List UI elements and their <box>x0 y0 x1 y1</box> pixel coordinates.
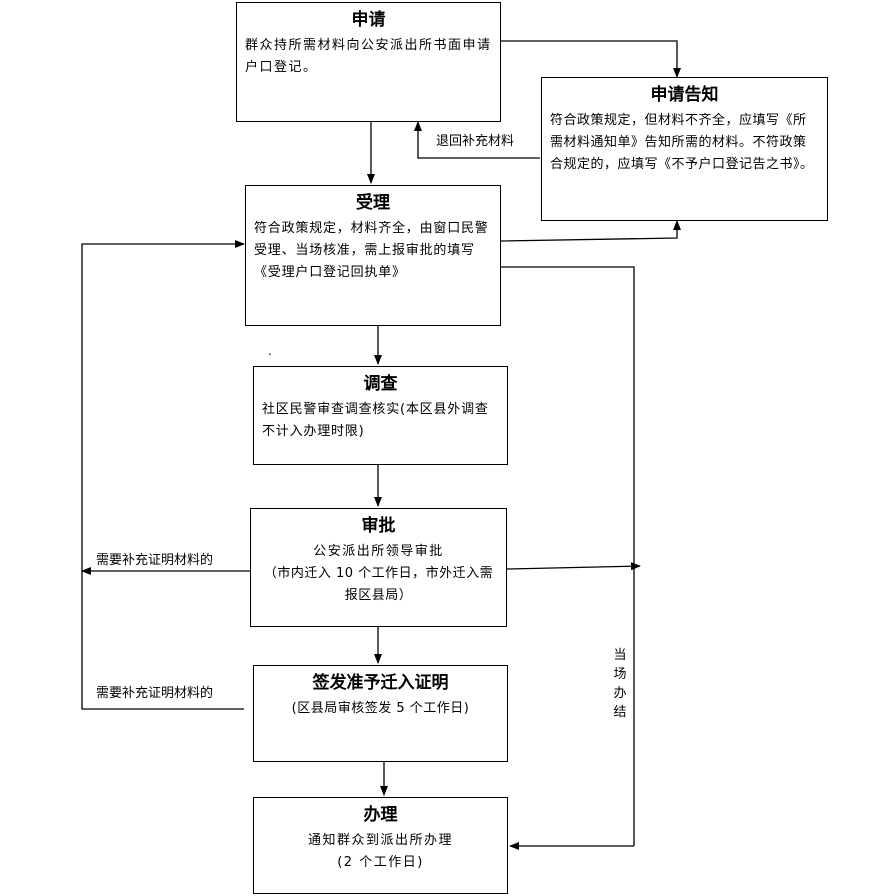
certificate-description: (区县局审核签发 5 个工作日) <box>291 701 470 716</box>
arrow-apply-to-notify <box>501 40 681 78</box>
arrow-certificate-loop-to-accept <box>81 240 245 710</box>
notify-box: 申请告知 符合政策规定，但材料不齐全，应填写《所需材料通知单》告知所需的材料。不… <box>541 77 828 221</box>
investigate-description: 社区民警审查调查核实(本区县外调查不计入办理时限) <box>262 402 489 439</box>
stray-dot: . <box>268 344 272 358</box>
certificate-title: 签发准予迁入证明 <box>312 673 449 693</box>
arrow-notify-to-apply <box>414 121 540 159</box>
notify-description: 符合政策规定，但材料不齐全，应填写《所需材料通知单》告知所需的材料。不符政策合规… <box>550 113 814 172</box>
need-supplement-label-1: 需要补充证明材料的 <box>96 553 214 568</box>
process-line-2: (2 个工作日) <box>337 855 424 870</box>
apply-title: 申请 <box>351 10 386 30</box>
accept-title: 受理 <box>356 193 390 213</box>
approve-line-2: （市内迁入 10 个工作日，市外迁入需报区县局） <box>263 566 494 603</box>
investigate-title: 调查 <box>363 374 398 394</box>
return-materials-label: 退回补充材料 <box>436 134 515 149</box>
certificate-box: 签发准予迁入证明 (区县局审核签发 5 个工作日) <box>253 665 508 762</box>
line-accept-to-right <box>501 266 635 846</box>
accept-box: 受理 符合政策规定，材料齐全，由窗口民警受理、当场核准，需上报审批的填写《受理户… <box>245 185 501 326</box>
process-line-1: 通知群众到派出所办理 <box>307 833 453 848</box>
accept-description: 符合政策规定，材料齐全，由窗口民警受理、当场核准，需上报审批的填写《受理户口登记… <box>254 221 489 280</box>
approve-box: 审批 公安派出所领导审批 （市内迁入 10 个工作日，市外迁入需报区县局） <box>250 508 507 627</box>
process-title: 办理 <box>363 805 398 825</box>
arrow-accept-to-notify <box>500 220 681 242</box>
notify-title: 申请告知 <box>650 85 719 105</box>
apply-description: 群众持所需材料向公安派出所书面申请户口登记。 <box>245 38 492 75</box>
approve-line-1: 公安派出所领导审批 <box>313 544 444 559</box>
process-box: 办理 通知群众到派出所办理 (2 个工作日) <box>253 797 508 894</box>
approve-title: 审批 <box>361 516 396 536</box>
on-site-completion-label: 当场办结 <box>613 648 627 720</box>
arrow-approve-to-right <box>506 562 641 571</box>
investigate-box: 调查 社区民警审查调查核实(本区县外调查不计入办理时限) <box>253 366 508 465</box>
need-supplement-label-2: 需要补充证明材料的 <box>96 686 214 701</box>
apply-box: 申请 群众持所需材料向公安派出所书面申请户口登记。 <box>236 2 501 122</box>
